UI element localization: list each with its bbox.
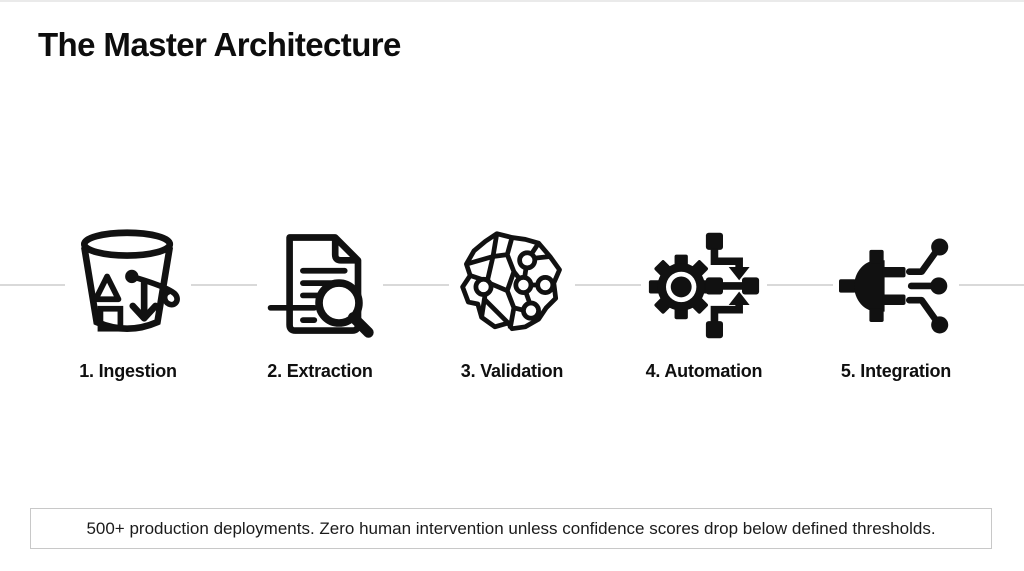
footer-note-text: 500+ production deployments. Zero human … bbox=[86, 518, 936, 538]
step-label: 1. Ingestion bbox=[79, 361, 177, 381]
step-validation: 3. Validation bbox=[416, 225, 608, 382]
step-label: 5. Integration bbox=[840, 361, 952, 381]
step-label: 4. Automation bbox=[645, 361, 763, 381]
step-extraction: 2. Extraction bbox=[224, 225, 416, 382]
document-search-icon bbox=[257, 225, 383, 345]
plug-network-icon bbox=[833, 225, 959, 345]
step-label: 2. Extraction bbox=[267, 361, 373, 381]
top-edge-line bbox=[0, 0, 1024, 2]
step-ingestion: 1. Ingestion bbox=[32, 225, 224, 382]
page-title: The Master Architecture bbox=[38, 26, 401, 63]
step-automation: 4. Automation bbox=[608, 225, 800, 382]
bucket-download-icon bbox=[65, 225, 191, 345]
brain-circuit-icon bbox=[449, 225, 575, 345]
pipeline: 1. Ingestion 2. bbox=[32, 225, 992, 382]
step-label: 3. Validation bbox=[460, 361, 564, 381]
step-integration: 5. Integration bbox=[800, 225, 992, 382]
gear-flowchart-icon bbox=[641, 225, 767, 345]
footer-note: 500+ production deployments. Zero human … bbox=[30, 508, 992, 549]
